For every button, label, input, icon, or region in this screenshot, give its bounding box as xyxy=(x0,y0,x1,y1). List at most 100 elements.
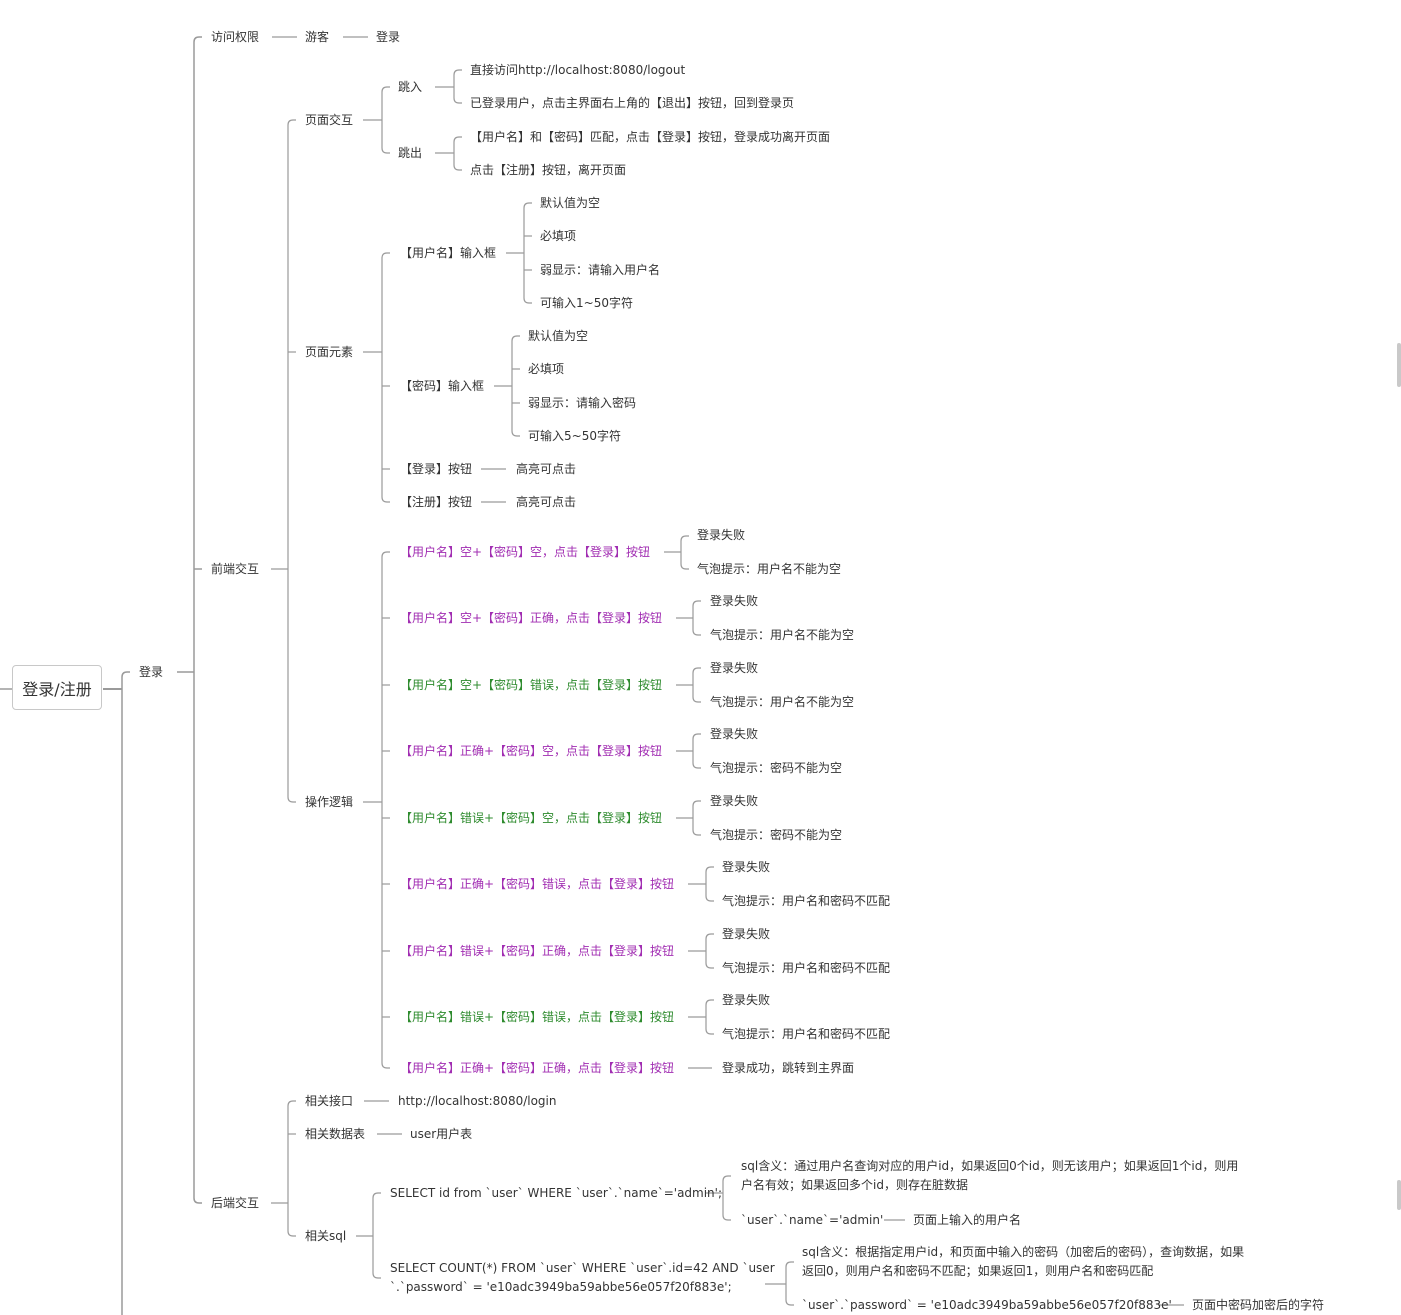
node-login[interactable]: 登录 xyxy=(139,665,164,679)
connector xyxy=(523,202,532,304)
node-sql-query[interactable]: SELECT id from `user` WHERE `user`.`name… xyxy=(390,1186,723,1200)
node-logic[interactable]: 操作逻辑 xyxy=(305,795,354,809)
node-password-rule[interactable]: 必填项 xyxy=(528,362,565,376)
node-username-rule[interactable]: 默认值为空 xyxy=(540,196,601,210)
connector xyxy=(381,86,390,154)
node-backend[interactable]: 后端交互 xyxy=(211,1196,260,1210)
node-table[interactable]: 相关数据表 xyxy=(305,1127,366,1141)
node-sql-param[interactable]: `user`.`name`='admin' xyxy=(741,1213,884,1227)
node-password-rule[interactable]: 弱显示：请输入密码 xyxy=(528,396,637,410)
connector xyxy=(785,1261,794,1306)
node-sql-query[interactable]: SELECT COUNT(*) FROM `user` WHERE `user`… xyxy=(390,1259,775,1297)
connector xyxy=(453,136,462,171)
connector xyxy=(381,551,390,1069)
sql-query-line: `.`password` = 'e10adc3949ba59abbe56e057… xyxy=(390,1280,732,1294)
connector xyxy=(193,36,202,1204)
node-frontend[interactable]: 前端交互 xyxy=(211,562,260,576)
sql-meaning-line: sql含义：根据指定用户id，和页面中输入的密码（加密后的密码），查询数据，如果 xyxy=(802,1245,1245,1259)
node-jump-out-item[interactable]: 【用户名】和【密码】匹配，点击【登录】按钮，登录成功离开页面 xyxy=(470,130,831,144)
node-login-button[interactable]: 【登录】按钮 xyxy=(400,462,473,476)
connector xyxy=(511,335,520,437)
node-logic-tip[interactable]: 气泡提示：用户名和密码不匹配 xyxy=(722,961,891,975)
connector xyxy=(287,1100,296,1237)
node-logic-result[interactable]: 登录失败 xyxy=(710,794,759,808)
node-page-elements[interactable]: 页面元素 xyxy=(305,345,354,359)
connector xyxy=(692,733,701,769)
sql-meaning-line: sql含义：通过用户名查询对应的用户id，如果返回0个id，则无该用户；如果返回… xyxy=(741,1159,1239,1173)
node-logic-case[interactable]: 【用户名】错误+【密码】错误，点击【登录】按钮 xyxy=(400,1010,675,1024)
node-logic-result[interactable]: 登录失败 xyxy=(710,594,759,608)
node-username-rule[interactable]: 必填项 xyxy=(540,229,577,243)
node-sql-param[interactable]: `user`.`password` = 'e10adc3949ba59abbe5… xyxy=(802,1298,1172,1312)
node-logic-result[interactable]: 登录失败 xyxy=(722,993,771,1007)
node-access[interactable]: 访问权限 xyxy=(211,30,260,44)
node-register-button-desc[interactable]: 高亮可点击 xyxy=(516,495,577,509)
node-logic-case[interactable]: 【用户名】正确+【密码】错误，点击【登录】按钮 xyxy=(400,877,675,891)
node-logic-case[interactable]: 【用户名】空+【密码】空，点击【登录】按钮 xyxy=(400,545,651,559)
node-logic-case[interactable]: 【用户名】错误+【密码】空，点击【登录】按钮 xyxy=(400,811,663,825)
connector xyxy=(705,933,714,969)
node-access-target[interactable]: 登录 xyxy=(376,30,401,44)
node-sql-param-desc[interactable]: 页面上输入的用户名 xyxy=(913,1213,1022,1227)
node-sql-param-desc[interactable]: 页面中密码加密后的字符 xyxy=(1192,1298,1325,1312)
node-logic-result[interactable]: 登录成功，跳转到主界面 xyxy=(722,1061,855,1075)
node-logic-case[interactable]: 【用户名】正确+【密码】空，点击【登录】按钮 xyxy=(400,744,663,758)
node-logic-result[interactable]: 登录失败 xyxy=(722,927,771,941)
sql-meaning-line: 户名有效；如果返回多个id，则存在脏数据 xyxy=(741,1178,968,1192)
node-jump-out[interactable]: 跳出 xyxy=(398,146,423,160)
connector xyxy=(722,1175,731,1221)
sql-meaning-line: 返回0，则用户名和密码不匹配；如果返回1，则用户名和密码匹配 xyxy=(802,1264,1154,1278)
node-page-interaction[interactable]: 页面交互 xyxy=(305,113,354,127)
node-password-rule[interactable]: 默认值为空 xyxy=(528,329,589,343)
node-logic-case[interactable]: 【用户名】空+【密码】正确，点击【登录】按钮 xyxy=(400,611,663,625)
node-guest[interactable]: 游客 xyxy=(305,30,330,44)
node-password-input[interactable]: 【密码】输入框 xyxy=(400,379,485,393)
connector xyxy=(705,866,714,902)
node-sql-meaning[interactable]: sql含义：通过用户名查询对应的用户id，如果返回0个id，则无该用户；如果返回… xyxy=(741,1157,1238,1195)
connector xyxy=(381,252,390,503)
node-jump-in-item[interactable]: 已登录用户，点击主界面右上角的【退出】按钮，回到登录页 xyxy=(470,96,795,110)
node-logic-tip[interactable]: 气泡提示：密码不能为空 xyxy=(710,828,843,842)
node-table-value[interactable]: user用户表 xyxy=(410,1127,473,1141)
node-logic-result[interactable]: 登录失败 xyxy=(722,860,771,874)
node-username-rule[interactable]: 可输入1~50字符 xyxy=(540,296,633,310)
node-sql-meaning[interactable]: sql含义：根据指定用户id，和页面中输入的密码（加密后的密码），查询数据，如果… xyxy=(802,1243,1244,1281)
node-logic-case[interactable]: 【用户名】正确+【密码】正确，点击【登录】按钮 xyxy=(400,1061,675,1075)
node-logic-tip[interactable]: 气泡提示：用户名不能为空 xyxy=(710,695,855,709)
root-label: 登录/注册 xyxy=(22,679,92,699)
node-username-rule[interactable]: 弱显示：请输入用户名 xyxy=(540,263,661,277)
connector xyxy=(692,800,701,836)
node-api[interactable]: 相关接口 xyxy=(305,1094,354,1108)
node-logic-case[interactable]: 【用户名】空+【密码】错误，点击【登录】按钮 xyxy=(400,678,663,692)
node-logic-tip[interactable]: 气泡提示：用户名不能为空 xyxy=(697,562,842,576)
node-login-button-desc[interactable]: 高亮可点击 xyxy=(516,462,577,476)
node-password-rule[interactable]: 可输入5~50字符 xyxy=(528,429,621,443)
node-jump-in-item[interactable]: 直接访问http://localhost:8080/logout xyxy=(470,63,686,77)
connector xyxy=(453,69,462,104)
node-logic-result[interactable]: 登录失败 xyxy=(710,661,759,675)
root-node[interactable]: 登录/注册 xyxy=(12,665,102,710)
connector xyxy=(372,1192,381,1279)
connector xyxy=(692,600,701,636)
connector xyxy=(692,667,701,703)
node-jump-in[interactable]: 跳入 xyxy=(398,80,423,94)
scrollbar-marker[interactable] xyxy=(1397,343,1401,387)
node-logic-result[interactable]: 登录失败 xyxy=(697,528,746,542)
node-logic-result[interactable]: 登录失败 xyxy=(710,727,759,741)
node-logic-tip[interactable]: 气泡提示：用户名和密码不匹配 xyxy=(722,1027,891,1041)
scrollbar-marker[interactable] xyxy=(1397,1180,1401,1210)
connector xyxy=(705,999,714,1035)
node-jump-out-item[interactable]: 点击【注册】按钮，离开页面 xyxy=(470,163,627,177)
node-logic-case[interactable]: 【用户名】错误+【密码】正确，点击【登录】按钮 xyxy=(400,944,675,958)
node-api-value[interactable]: http://localhost:8080/login xyxy=(398,1094,557,1108)
sql-query-line: SELECT COUNT(*) FROM `user` WHERE `user`… xyxy=(390,1261,775,1275)
node-logic-tip[interactable]: 气泡提示：密码不能为空 xyxy=(710,761,843,775)
node-logic-tip[interactable]: 气泡提示：用户名不能为空 xyxy=(710,628,855,642)
connector xyxy=(121,671,130,1315)
node-sql[interactable]: 相关sql xyxy=(305,1229,347,1243)
connector xyxy=(680,535,689,570)
node-logic-tip[interactable]: 气泡提示：用户名和密码不匹配 xyxy=(722,894,891,908)
node-register-button[interactable]: 【注册】按钮 xyxy=(400,495,473,509)
node-username-input[interactable]: 【用户名】输入框 xyxy=(400,246,497,260)
